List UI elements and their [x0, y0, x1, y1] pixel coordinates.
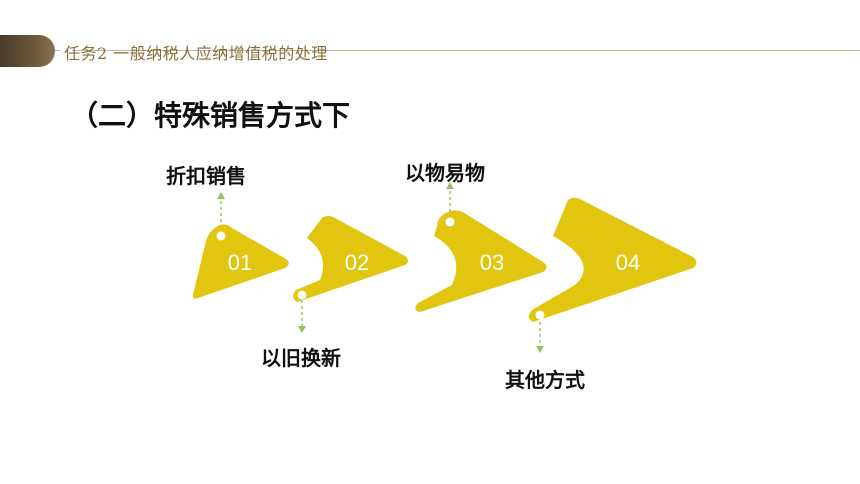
step-shape-02: [293, 216, 408, 302]
connector-arrow-04: [536, 346, 544, 353]
step-label-01: 折扣销售: [166, 164, 246, 188]
step-shape-03: [415, 210, 547, 312]
step-dot-02: [297, 290, 307, 300]
step-number-01: 01: [228, 250, 252, 275]
step-label-04: 其他方式: [505, 368, 585, 392]
step-shape-04: [528, 197, 697, 322]
step-label-02: 以旧换新: [261, 346, 341, 370]
header-text-background: [60, 38, 72, 64]
header-divider: [55, 50, 860, 51]
step-number-03: 03: [480, 250, 504, 275]
step-shape-01: [192, 224, 289, 299]
step-number-04: 04: [616, 250, 640, 275]
connector-arrow-03: [446, 182, 454, 189]
step-dot-01: [216, 231, 226, 241]
connector-arrow-01: [217, 192, 225, 199]
step-dot-03: [445, 217, 455, 227]
section-title: （二）特殊销售方式下: [70, 99, 351, 132]
header-accent-bar: [0, 35, 55, 67]
step-label-03: 以物易物: [405, 161, 485, 185]
connector-arrow-02: [298, 326, 306, 333]
header-title: 任务2 一般纳税人应纳增值税的处理: [64, 44, 328, 63]
step-dot-04: [535, 310, 545, 320]
step-number-02: 02: [345, 250, 369, 275]
